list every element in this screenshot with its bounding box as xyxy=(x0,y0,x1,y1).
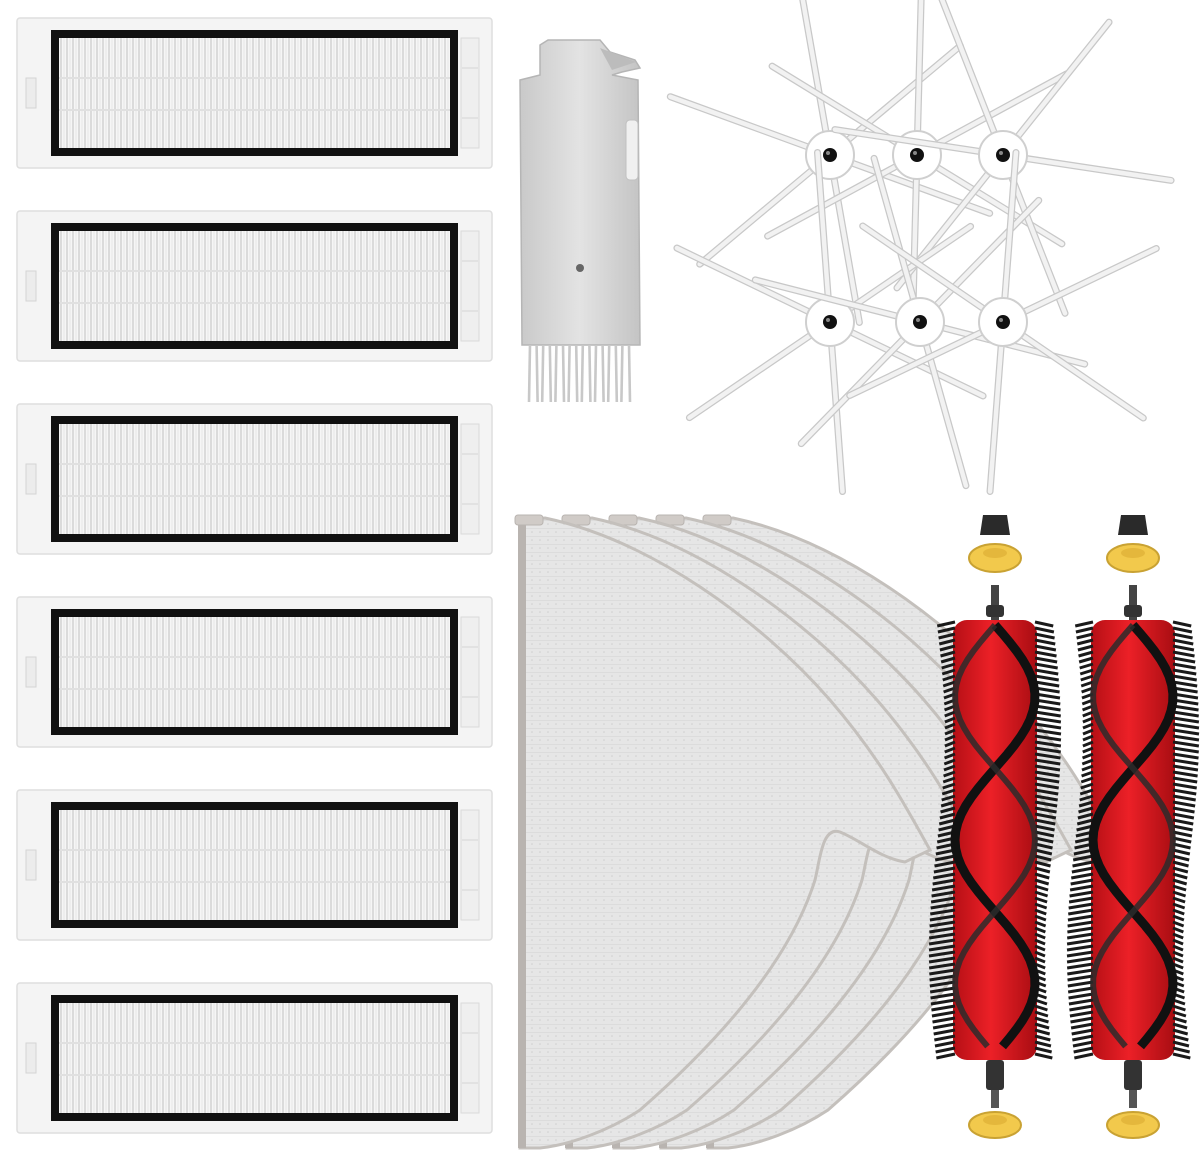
hepa-filter xyxy=(16,789,493,941)
brush-spiral xyxy=(1088,622,1178,1050)
main-brush xyxy=(928,515,1062,1139)
hepa-filter-group xyxy=(16,17,493,1134)
brush-core xyxy=(953,620,1037,1060)
hepa-filter xyxy=(16,210,493,362)
hepa-filter xyxy=(16,982,493,1134)
main-brush xyxy=(1066,515,1200,1139)
mop-pad-group xyxy=(514,514,1121,1150)
brush-cap-top xyxy=(1118,515,1148,535)
tool-bristle xyxy=(580,344,585,403)
side-brush xyxy=(846,148,1160,496)
side-brush-group xyxy=(666,0,1175,496)
brush-cap-top xyxy=(980,515,1010,535)
side-brush xyxy=(751,154,1089,490)
tool-screw xyxy=(576,264,584,272)
cleaning-tool xyxy=(519,39,642,403)
tool-bristle xyxy=(554,344,558,403)
tool-bristle xyxy=(540,344,545,403)
tool-bristle xyxy=(535,344,539,403)
tool-bristle xyxy=(548,344,553,403)
brush-core xyxy=(1091,620,1175,1060)
mop-pad xyxy=(514,514,933,1150)
tool-bristle xyxy=(614,344,619,403)
tool-bristle xyxy=(567,344,571,403)
main-brush-group xyxy=(928,515,1200,1139)
hepa-filter xyxy=(16,17,493,169)
tool-bristle xyxy=(561,344,566,403)
hepa-filter xyxy=(16,596,493,748)
tool-bristle xyxy=(606,344,611,403)
tool-bristle xyxy=(527,344,532,403)
hepa-filter xyxy=(16,403,493,555)
side-brush xyxy=(666,0,994,326)
side-brush xyxy=(673,148,987,496)
tool-bristle xyxy=(627,344,632,403)
tool-body xyxy=(519,39,642,346)
brush-spiral xyxy=(950,622,1040,1050)
tool-bristle xyxy=(620,344,624,403)
tool-bristle xyxy=(588,344,592,403)
tool-bristle xyxy=(601,344,605,403)
tool-bristle xyxy=(593,344,598,403)
tool-bristle xyxy=(574,344,579,403)
